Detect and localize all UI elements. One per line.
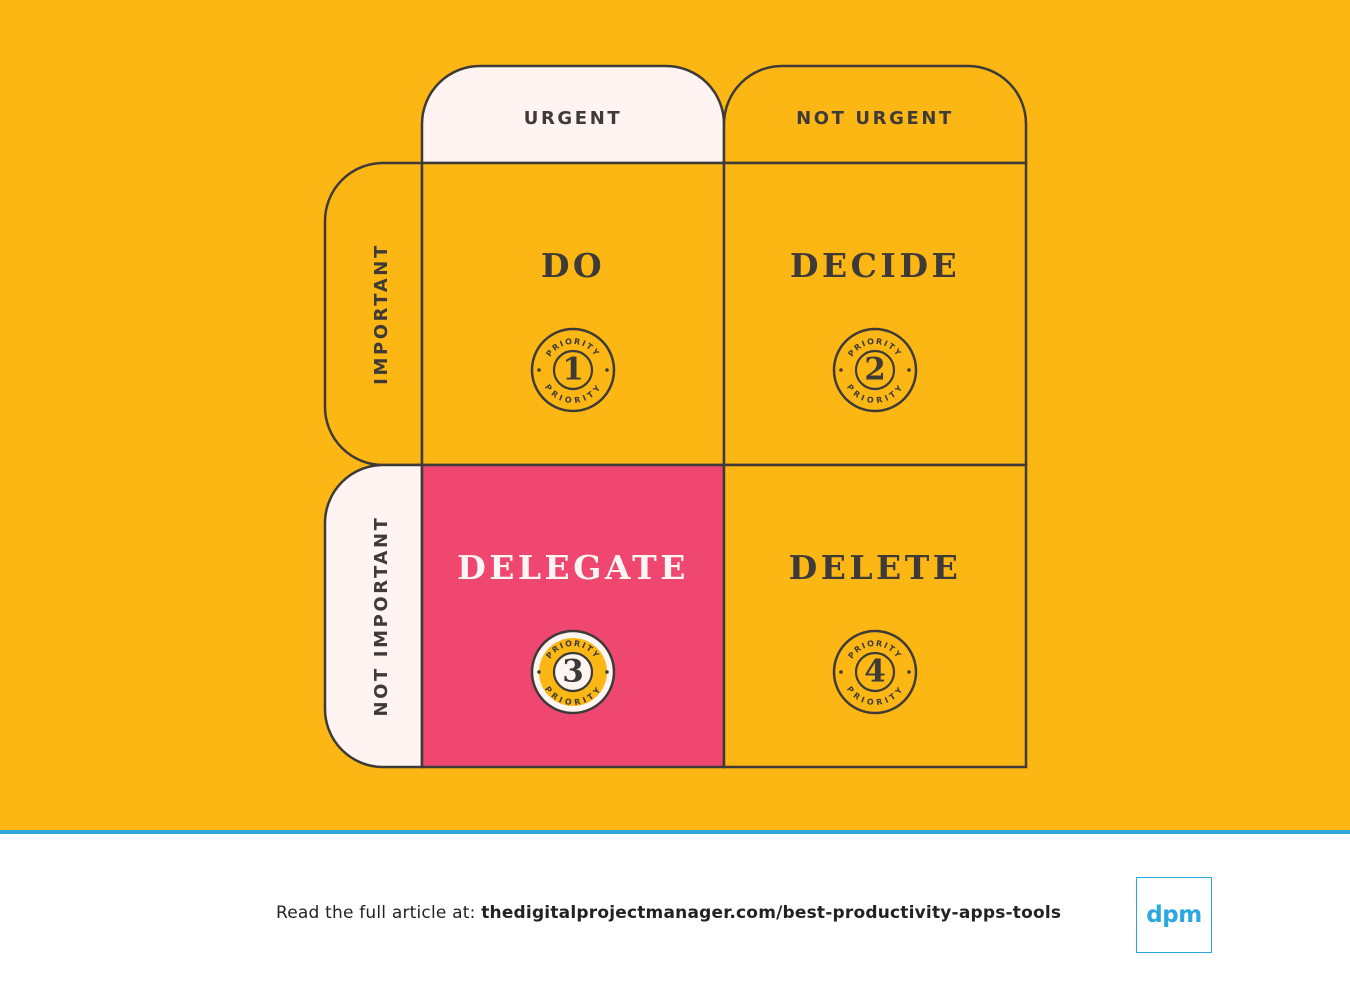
quadrant-title-do: DO [541,246,605,285]
quadrant-delete [722,463,1028,769]
row-tab-not-important [323,463,424,769]
column-label-urgent: URGENT [524,108,623,129]
column-tab-not-urgent [722,64,1028,165]
badge-number: 1 [562,352,584,388]
footer-article-link[interactable]: thedigitalprojectmanager.com/best-produc… [481,903,1062,923]
quadrant-title-delegate: DELEGATE [457,548,689,587]
quadrant-decide [722,161,1028,467]
footer-prefix: Read the full article at: [276,903,476,923]
eisenhower-matrix: URGENT NOT URGENT IMPORTANT NOT IMPORTAN… [323,64,1028,769]
badge-number: 3 [562,654,584,690]
row-label-not-important: NOT IMPORTANT [371,515,392,716]
priority-badge-4: PRIORITY PRIORITY 4 [832,629,918,715]
badge-number: 4 [864,654,886,690]
hero-divider [0,830,1350,834]
logo-text: dpm [1146,902,1202,928]
column-tab-urgent [420,64,726,165]
quadrant-title-decide: DECIDE [790,246,960,285]
dpm-logo[interactable]: dpm [1136,877,1212,953]
quadrant-delegate [420,463,726,769]
column-label-not-urgent: NOT URGENT [796,108,954,129]
footer-credit: Read the full article at: thedigitalproj… [276,903,1061,927]
row-label-important: IMPORTANT [371,243,392,385]
priority-badge-1: PRIORITY PRIORITY 1 [530,327,616,413]
priority-badge-2: PRIORITY PRIORITY 2 [832,327,918,413]
quadrant-do [420,161,726,467]
badge-number: 2 [864,352,886,388]
row-tab-important [323,161,424,467]
priority-badge-3: PRIORITY PRIORITY 3 [530,629,616,715]
quadrant-title-delete: DELETE [789,548,962,587]
